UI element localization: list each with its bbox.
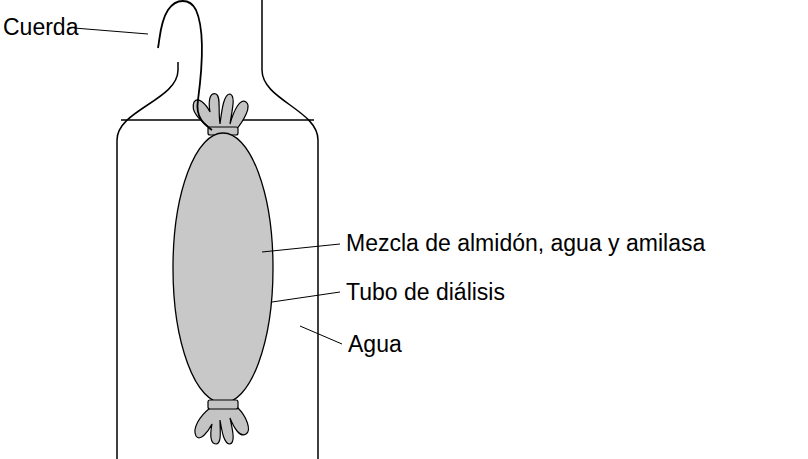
tube-knot-bottom: [195, 400, 248, 444]
tube-knot-top: [193, 94, 248, 135]
label-string: Cuerda: [3, 16, 78, 39]
string: [158, 1, 212, 130]
label-mixture: Mezcla de almidón, agua y amilasa: [346, 232, 705, 255]
leader-line: [74, 28, 148, 34]
bottle-wall: [117, 62, 178, 459]
dialysis-tube: [173, 133, 273, 403]
leader-line: [300, 326, 342, 344]
leader-line: [262, 244, 340, 252]
label-tube: Tubo de diálisis: [346, 281, 505, 304]
label-water: Agua: [348, 333, 402, 356]
leader-line: [272, 292, 340, 302]
